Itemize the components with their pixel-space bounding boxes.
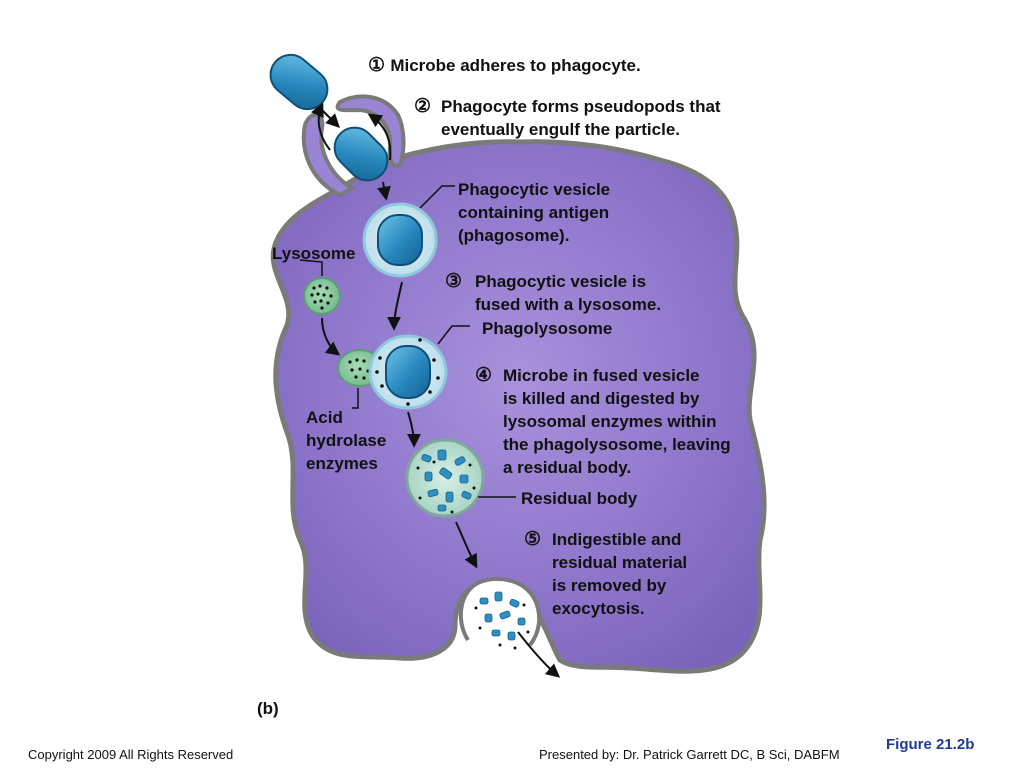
residual-dots (416, 460, 476, 514)
label-phagosome-line-2: containing antigen (458, 203, 610, 222)
lysosome-enzyme-dots (310, 284, 333, 310)
microbe-engulfing (333, 126, 389, 182)
step-5-number: ⑤ (524, 529, 542, 550)
step-3-line-1: Phagocytic vesicle is (475, 272, 647, 291)
figure-number: Figure 21.2b (886, 736, 975, 753)
step-4-line-5: a residual body. (503, 458, 632, 477)
step-4-line-1: Microbe in fused vesicle (503, 366, 700, 385)
leader-lines (299, 185, 516, 498)
label-phagolysosome: Phagolysosome (482, 319, 613, 338)
microbe-adhering (269, 53, 329, 111)
microbe-in-phagolysosome (385, 345, 431, 399)
label-phagosome: Phagocytic vesicle containing antigen (p… (458, 178, 610, 247)
process-arrows (310, 102, 561, 678)
step-4-number: ④ (475, 365, 493, 386)
step-4-line-4: the phagolysosome, leaving (503, 435, 731, 454)
step-2-number: ② (414, 96, 432, 117)
label-acid-hydrolase-enzymes: Acid hydrolase enzymes (306, 406, 386, 475)
step-2-line-1: Phagocyte forms pseudopods that (441, 97, 721, 116)
label-phagosome-line-3: (phagosome). (458, 226, 570, 245)
step-4-line-3: lysosomal enzymes within (503, 412, 717, 431)
step-5-line-3: is removed by (552, 576, 667, 595)
step-5-line-2: residual material (552, 553, 688, 572)
step-1-number: ① (368, 55, 386, 76)
label-residual-body: Residual body (521, 489, 638, 508)
label-acid-line-3: enzymes (306, 454, 378, 473)
label-phagosome-line-1: Phagocytic vesicle (458, 180, 611, 199)
exocytosis-fragments (479, 591, 526, 641)
step-3-line-2: fused with a lysosome. (475, 295, 662, 314)
step-4-line-2: is killed and digested by (503, 389, 700, 408)
label-lysosome: Lysosome (272, 244, 356, 263)
fusing-lysosome-dots (348, 358, 370, 380)
exocytosis-dots (474, 603, 530, 650)
label-acid-line-1: Acid (306, 408, 343, 427)
phagolysosome-enzyme-dots (375, 338, 440, 406)
step-2-line-2: eventually engulf the particle. (441, 120, 681, 139)
footer-presenter: Presented by: Dr. Patrick Garrett DC, B … (539, 747, 840, 762)
microbe-in-phagosome (377, 214, 423, 266)
panel-label: (b) (257, 699, 279, 718)
step-1: ① Microbe adheres to phagocyte. (368, 54, 641, 77)
step-5-line-1: Indigestible and (552, 530, 682, 549)
residual-fragments (421, 449, 472, 512)
step-5-line-4: exocytosis. (552, 599, 645, 618)
step-1-text: Microbe adheres to phagocyte. (390, 56, 641, 75)
pseudopod-right (335, 94, 406, 168)
step-3-number: ③ (445, 271, 463, 292)
label-acid-line-2: hydrolase (306, 431, 387, 450)
footer-copyright: Copyright 2009 All Rights Reserved (28, 747, 234, 762)
